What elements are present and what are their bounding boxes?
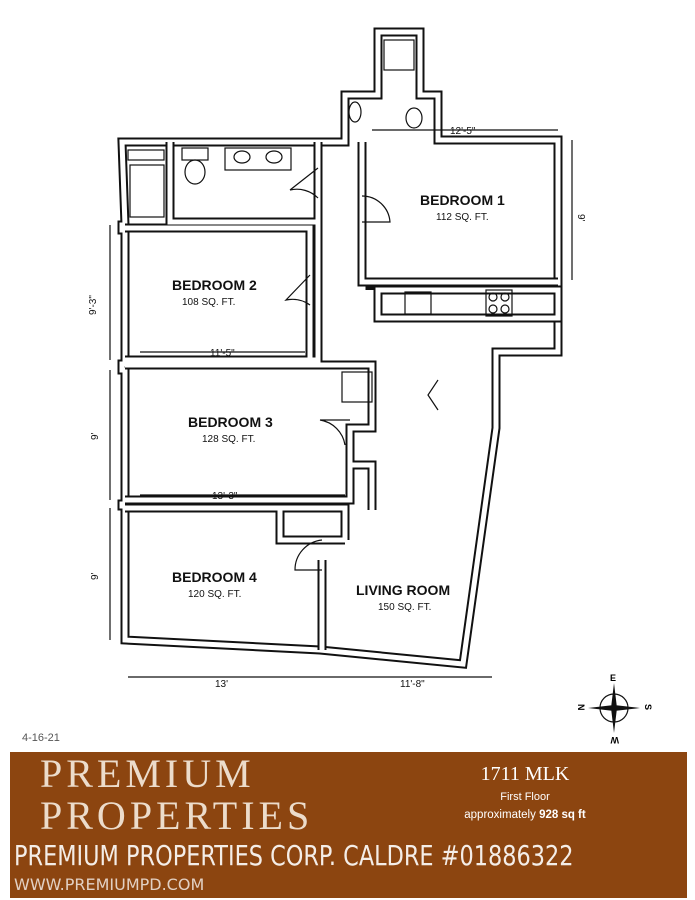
dim-bedroom3-width: 13'-3" — [212, 491, 238, 502]
room-name-living-room: LIVING ROOM — [356, 582, 450, 598]
approx-value: 928 sq ft — [539, 809, 586, 821]
dim-bedroom2-width: 11'-5" — [210, 348, 235, 359]
property-address: 1711 MLK — [480, 763, 570, 785]
dimension-lines — [109, 129, 573, 678]
room-area-bedroom-4: 120 SQ. FT. — [188, 589, 241, 600]
logo-properties: PROPERTIES — [40, 793, 314, 838]
doors — [284, 167, 439, 571]
room-name-bedroom-1: BEDROOM 1 — [420, 192, 505, 208]
compass-w: W — [610, 735, 619, 745]
fixtures — [127, 39, 513, 403]
website-url: WWW.PREMIUMPD.COM — [14, 875, 205, 894]
dim-bedroom1-depth: 9' — [575, 214, 586, 222]
room-name-bedroom-3: BEDROOM 3 — [188, 414, 273, 430]
compass-n: N — [576, 704, 586, 711]
logo-premium: PREMIUM — [40, 752, 255, 796]
shower-icon — [129, 164, 165, 218]
dim-bedroom2-depth: 9'-3" — [88, 295, 99, 315]
room-area-living-room: 150 SQ. FT. — [378, 602, 431, 613]
approx-area: approximately 928 sq ft — [430, 808, 620, 823]
footer-banner: PREMIUM PROPERTIES 1711 MLK First Floor … — [10, 752, 687, 898]
room-name-bedroom-4: BEDROOM 4 — [172, 569, 257, 585]
compass-icon: E N S W — [576, 673, 653, 745]
shower-icon — [383, 39, 415, 71]
toilet-icon — [348, 101, 362, 123]
plan-date: 4-16-21 — [22, 732, 60, 744]
dim-bedroom3-depth: 9' — [90, 432, 101, 440]
appliance-icon — [341, 371, 373, 403]
sink-icon — [265, 150, 283, 164]
dim-bedroom1-width: 12'-5" — [450, 126, 476, 137]
room-area-bedroom-3: 128 SQ. FT. — [202, 434, 255, 445]
compass-e: E — [610, 673, 616, 683]
compass-s: S — [643, 704, 653, 710]
toilet-icon — [184, 159, 206, 185]
shelf-icon — [127, 149, 165, 161]
floor-plan: BEDROOM 1 112 SQ. FT. BEDROOM 2 108 SQ. … — [88, 27, 653, 745]
room-area-bedroom-2: 108 SQ. FT. — [182, 297, 235, 308]
watermark-text: PREMIUM PROPERTIES CORP. CALDRE #0188632… — [14, 839, 574, 872]
room-area-bedroom-1: 112 SQ. FT. — [436, 212, 489, 223]
interior-walls — [125, 142, 563, 650]
dim-bottom-right: 11'-8" — [400, 679, 425, 690]
kitchen-sink-icon — [404, 291, 432, 315]
sink-icon — [405, 107, 423, 129]
stove-icon — [485, 289, 513, 317]
dim-bottom-left: 13' — [215, 679, 228, 690]
floor-label: First Floor — [500, 791, 550, 803]
vanity-icon — [224, 147, 292, 171]
room-name-bedroom-2: BEDROOM 2 — [172, 277, 257, 293]
sink-icon — [233, 150, 251, 164]
toilet-tank-icon — [181, 147, 209, 161]
dim-bedroom4-depth: 9' — [90, 572, 101, 580]
approx-prefix: approximately — [464, 809, 536, 821]
